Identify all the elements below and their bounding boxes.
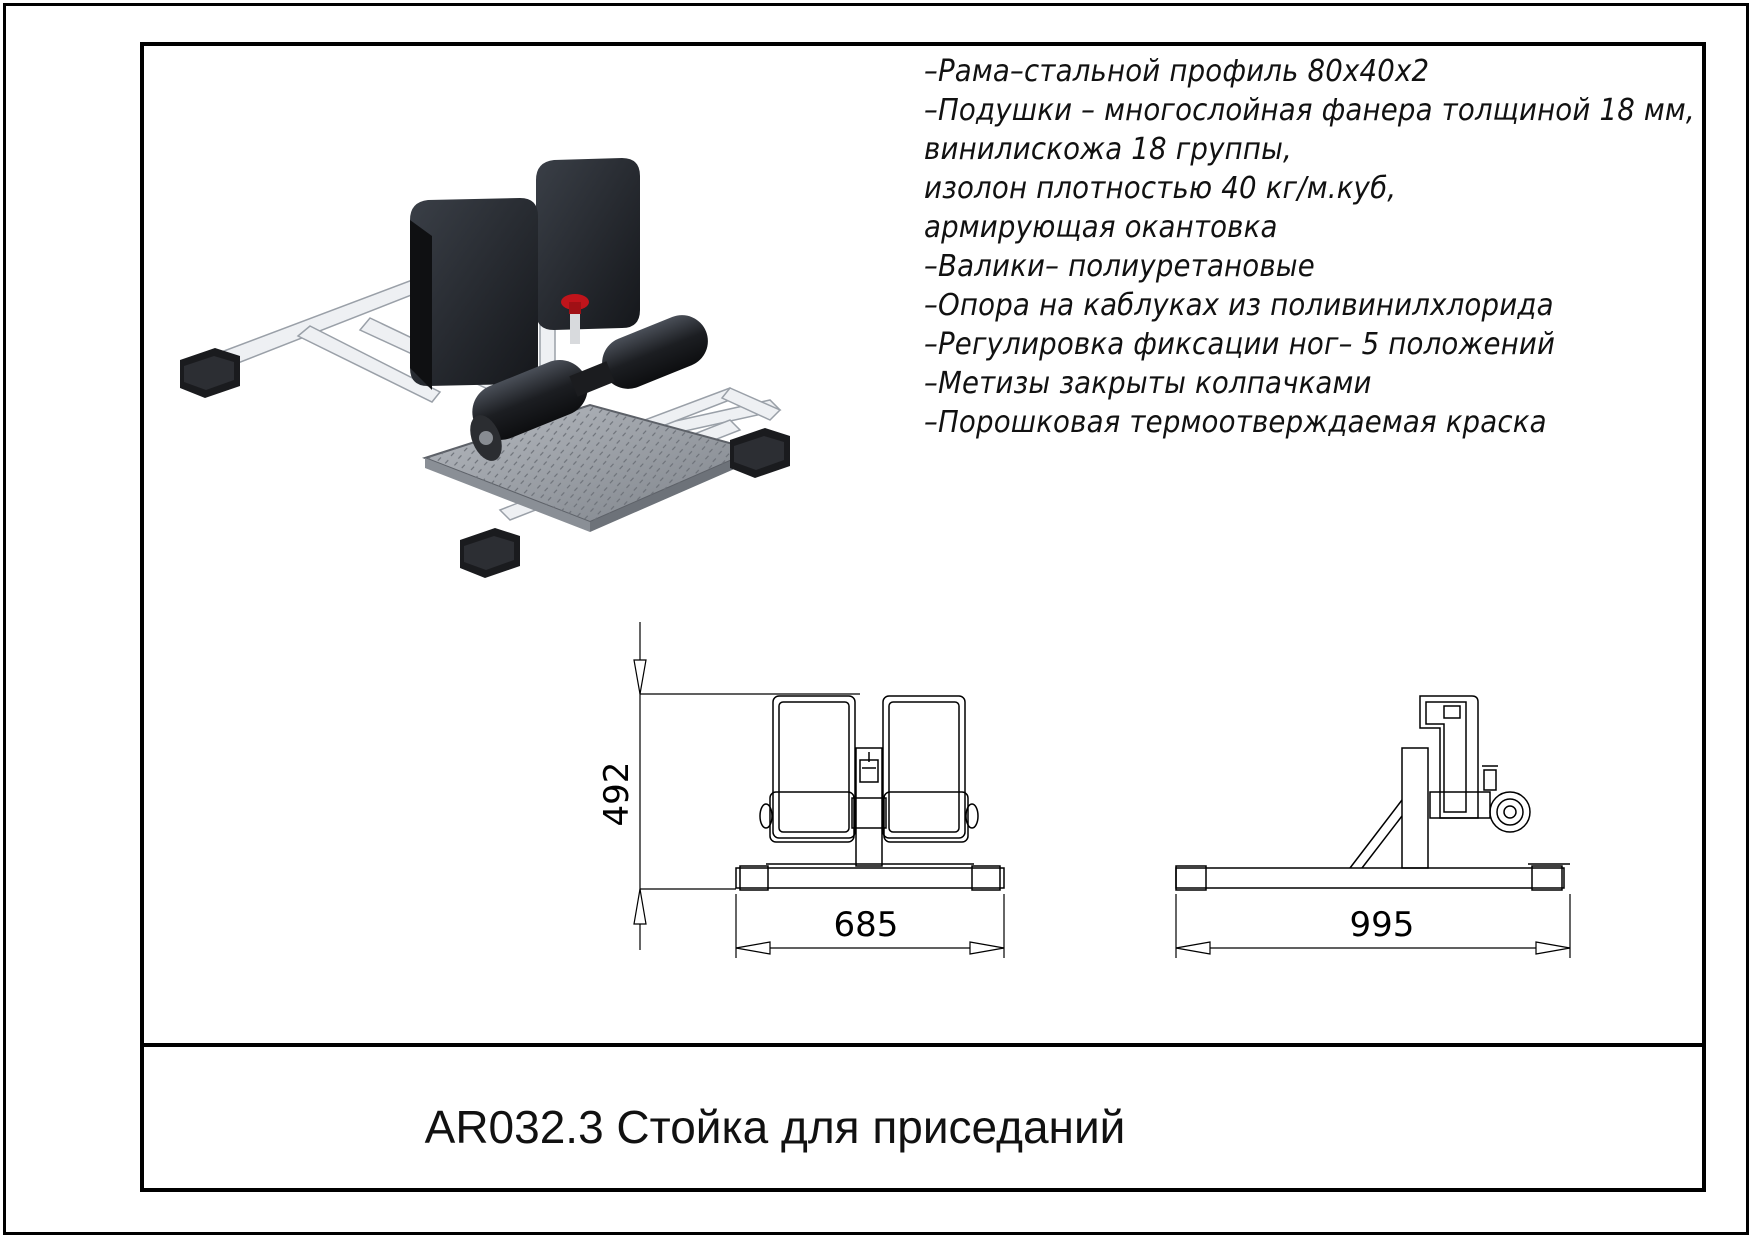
spec-rollers: –Валики– полиуретановые [924, 249, 1315, 284]
specifications-list: –Рама–стальной профиль 80х40х2 –Подушки … [924, 52, 1695, 442]
dimension-height: 492 [597, 762, 637, 827]
front-view [735, 695, 1005, 891]
foot-caps [180, 348, 790, 578]
dimension-width: 685 [834, 905, 899, 945]
title-block-divider [140, 1043, 1706, 1047]
drawing-title: AR032.3 Стойка для приседаний [424, 1101, 1126, 1153]
drawing-frame [140, 42, 1706, 1192]
back-pads [410, 158, 640, 390]
spec-feet: –Опора на каблуках из поливинилхлорида [924, 288, 1554, 323]
spec-paint: –Порошковая термоотверждаемая краска [924, 405, 1547, 440]
product-render [180, 158, 790, 578]
spec-pads-edging: армирующая окантовка [924, 210, 1278, 245]
sheet-outer-border [3, 3, 1749, 1235]
spec-adjustment: –Регулировка фиксации ног– 5 положений [924, 327, 1556, 362]
spec-pads-foam: изолон плотностью 40 кг/м.куб, [924, 171, 1397, 206]
adjustment-knob [561, 294, 589, 344]
side-view [1175, 695, 1570, 891]
leg-rollers [470, 315, 708, 461]
spec-hardware: –Метизы закрыты колпачками [924, 366, 1372, 401]
spec-pads: –Подушки – многослойная фанера толщиной … [924, 93, 1695, 128]
dimension-length: 995 [1350, 905, 1415, 945]
spec-pads-vinyl: винилискожа 18 группы, [924, 132, 1292, 167]
dimension-lines [633, 622, 1571, 958]
spec-frame: –Рама–стальной профиль 80х40х2 [924, 54, 1430, 89]
